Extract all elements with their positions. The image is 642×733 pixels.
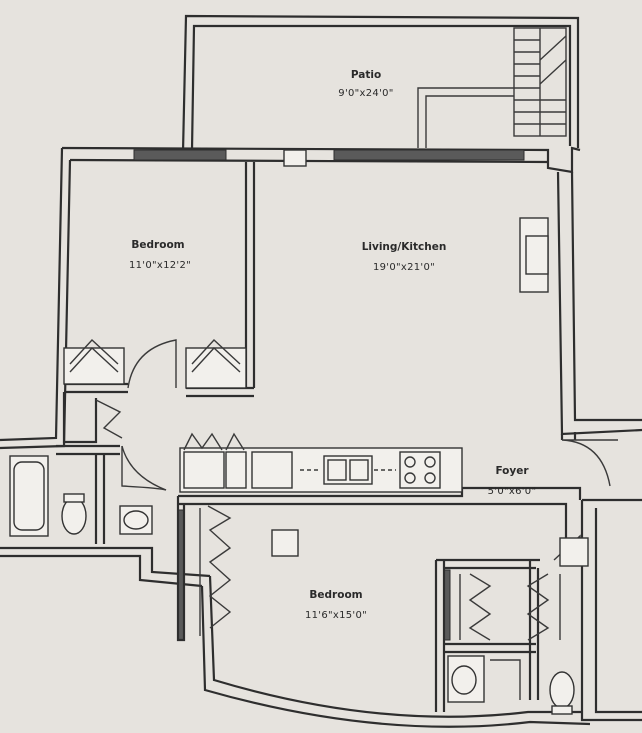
kitchen-counter [179, 432, 463, 493]
bathroom-left [9, 454, 153, 544]
bedroom-2-label: Bedroom [309, 589, 362, 601]
doors [121, 339, 589, 567]
bathroom-right [447, 655, 575, 715]
foyer-size: 5'0"x6'0" [488, 486, 537, 497]
bedroom-2-size: 11'6"x15'0" [305, 610, 367, 621]
patio-stairs [417, 27, 567, 148]
patio-label: Patio [351, 69, 381, 81]
living-kitchen-size: 19'0"x21'0" [373, 262, 435, 273]
patio-size: 9'0"x24'0" [338, 88, 393, 99]
bedroom-fixture [271, 529, 299, 557]
bedroom-1-label: Bedroom [131, 239, 184, 251]
foyer-label: Foyer [495, 465, 529, 477]
wardrobes [63, 339, 561, 641]
living-kitchen-label: Living/Kitchen [362, 241, 447, 253]
bedroom-1-size: 11'0"x12'2" [129, 260, 191, 271]
